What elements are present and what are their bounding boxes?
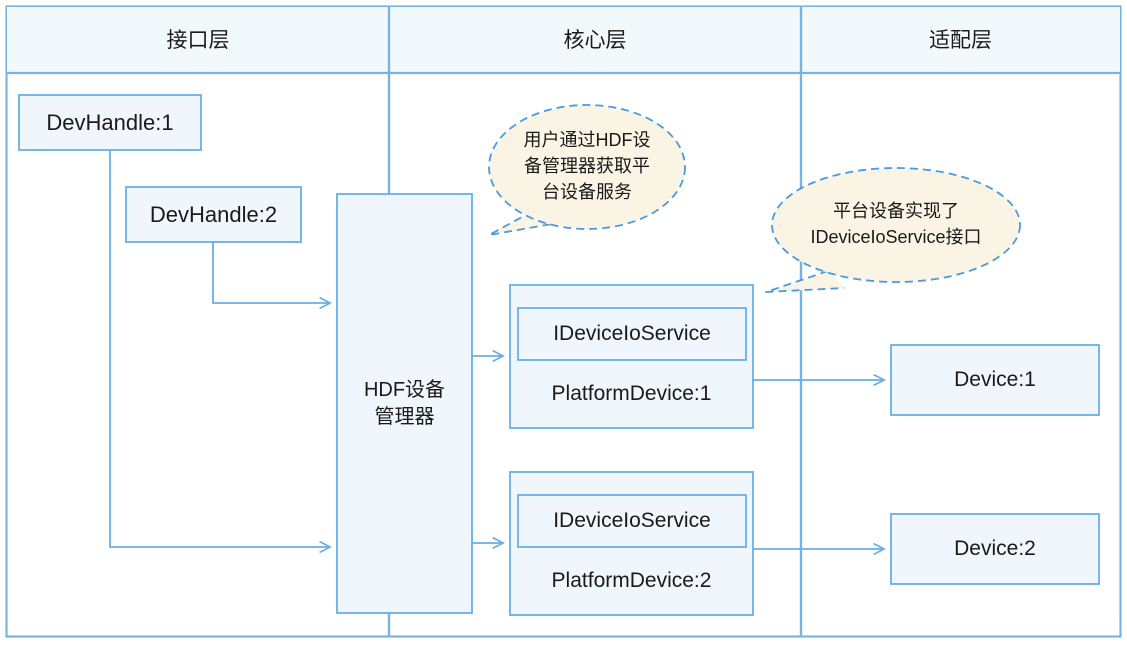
callout-hdf-manager-label: 用户通过HDF设 备管理器获取平 台设备服务 bbox=[489, 105, 685, 229]
lane-header-core-layer: 核心层 bbox=[389, 30, 801, 51]
callout-bubbles bbox=[488, 104, 1021, 293]
node-idevice-io-service-2 bbox=[517, 494, 747, 548]
callout-platform-device-line-2: IDeviceIoService接口 bbox=[810, 227, 982, 247]
callout-hdf-manager-line-3: 台设备服务 bbox=[542, 181, 632, 202]
lane-header-interface-layer: 接口层 bbox=[7, 30, 389, 51]
connector-devhandle1-to-hdf bbox=[109, 150, 330, 547]
node-device-2 bbox=[890, 513, 1100, 585]
callout-platform-device-tail bbox=[765, 270, 845, 293]
node-devhandle-2 bbox=[125, 186, 302, 243]
node-hdf-manager bbox=[336, 193, 473, 614]
swimlane-frame bbox=[5, 5, 1122, 638]
callout-hdf-manager-bubble bbox=[488, 104, 686, 230]
lane-header-interface-layer-text: 接口层 bbox=[166, 29, 230, 52]
lane-header-adapter-layer: 适配层 bbox=[801, 30, 1120, 51]
lane-header-core-layer-text: 核心层 bbox=[563, 29, 627, 52]
callout-hdf-manager-line-2: 备管理器获取平 bbox=[524, 156, 650, 177]
callout-hdf-manager-line-1: 用户通过HDF设 bbox=[523, 130, 651, 151]
node-idevice-io-service-1 bbox=[517, 307, 747, 361]
node-boxes bbox=[18, 94, 1100, 616]
callout-platform-device-line-1: 平台设备实现了 bbox=[833, 201, 959, 222]
node-device-1 bbox=[890, 344, 1100, 416]
callout-platform-device-label: 平台设备实现了 IDeviceIoService接口 bbox=[772, 168, 1020, 282]
callout-platform-device-bubble bbox=[771, 167, 1021, 283]
node-devhandle-1 bbox=[18, 94, 202, 151]
connector-devhandle2-to-hdf bbox=[212, 242, 330, 303]
connectors bbox=[109, 150, 884, 549]
lane-header-adapter-layer-text: 适配层 bbox=[929, 29, 992, 52]
